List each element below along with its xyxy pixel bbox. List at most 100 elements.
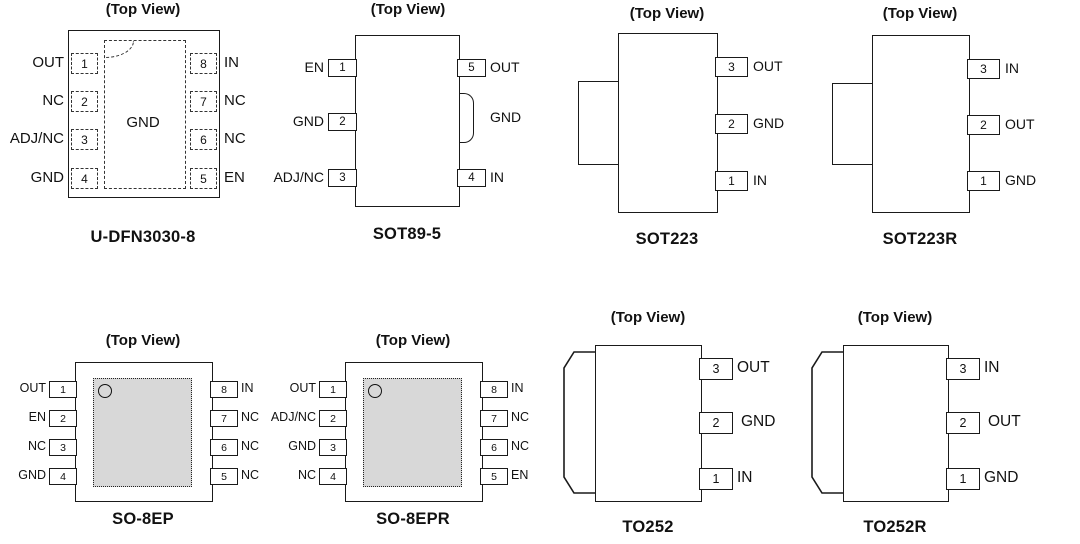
package-name: SOT89-5 (372, 225, 442, 243)
pin-2-label: OUT (1005, 116, 1035, 132)
pin-8-box: 8 (210, 381, 238, 398)
pin-1-box: 1 (946, 468, 980, 490)
pin-5-box: 5 (190, 168, 217, 189)
pin-2-box: 2 (71, 91, 98, 112)
pin-8-box: 8 (190, 53, 217, 74)
package-diagram-sot223: (Top View) 3 2 1 OUT GND IN SOT223 (560, 0, 820, 272)
pin-1-box: 1 (699, 468, 733, 490)
pin-2-box: 2 (967, 115, 1000, 135)
mounting-tab (811, 351, 844, 494)
package-diagram-so-8ep: (Top View) 1 2 3 4 8 7 6 5 OUT EN NC GND… (18, 300, 290, 544)
pin-7-box: 7 (480, 410, 508, 427)
pin-2-label: GND (741, 413, 776, 430)
pin-3-box: 3 (71, 129, 98, 150)
package-diagram-u-dfn3030-8: (Top View) GND 1 2 3 4 8 7 6 5 OUT NC AD… (10, 0, 290, 272)
pin-2-box: 2 (319, 410, 347, 427)
package-diagram-to252r: (Top View) 3 2 1 IN OUT GND TO252R (800, 300, 1080, 544)
pin-1-label: OUT (32, 54, 64, 71)
pin-4-label: GND (18, 468, 46, 482)
pin-3-box: 3 (699, 358, 733, 380)
pin-2-box: 2 (49, 410, 77, 427)
package-body (595, 345, 702, 502)
pin-3-box: 3 (319, 439, 347, 456)
package-diagram-to252: (Top View) 3 2 1 OUT GND IN TO252 (550, 300, 820, 544)
pin-4-box: 4 (71, 168, 98, 189)
pin-7-label: NC (241, 410, 260, 424)
pin-5-label: NC (241, 468, 260, 482)
top-view-label: (Top View) (857, 309, 933, 326)
pin1-marker-icon (368, 384, 382, 398)
pin-1-label: GND (1005, 172, 1037, 188)
pin-7-box: 7 (210, 410, 238, 427)
top-view-label: (Top View) (375, 332, 451, 349)
exposed-pad-label: GND (126, 114, 160, 131)
pin-7-label: NC (511, 410, 530, 424)
top-view-label: (Top View) (629, 5, 705, 22)
pin-2-label: NC (42, 92, 64, 109)
pin-1-label: IN (737, 469, 753, 486)
pin-2-box: 2 (699, 412, 733, 434)
package-body (872, 35, 970, 213)
pin-2-box: 2 (946, 412, 980, 434)
package-body (618, 33, 718, 213)
pin-1-label: OUT (289, 381, 316, 395)
package-name: U-DFN3030-8 (90, 228, 196, 246)
top-view-label: (Top View) (610, 309, 686, 326)
package-name: TO252R (863, 518, 927, 536)
pin-7-box: 7 (190, 91, 217, 112)
package-body (843, 345, 949, 502)
pin-1-label: GND (984, 469, 1019, 486)
pin-6-box: 6 (190, 129, 217, 150)
pin-6-label: NC (224, 130, 246, 147)
top-view-label: (Top View) (105, 332, 181, 349)
pin-2-label: OUT (988, 413, 1021, 430)
pin-3-label: ADJ/NC (273, 169, 324, 185)
pin-2-label: ADJ/NC (270, 410, 316, 424)
pin-5-box: 5 (457, 59, 486, 77)
package-body (68, 30, 220, 198)
pin-3-box: 3 (715, 57, 748, 77)
package-diagram-sot223r: (Top View) 3 2 1 IN OUT GND SOT223R (820, 0, 1080, 272)
pin-6-label: NC (241, 439, 260, 453)
gnd-tab (456, 93, 474, 143)
pin-5-label: EN (511, 468, 529, 482)
mounting-tab (563, 351, 596, 494)
mounting-tab (578, 81, 622, 165)
pin-4-label: GND (30, 169, 64, 186)
pin-3-label: NC (27, 439, 46, 453)
pin-1-box: 1 (967, 171, 1000, 191)
pin-1-label: OUT (19, 381, 46, 395)
package-name: SOT223 (635, 230, 699, 248)
pin-5-label: OUT (490, 59, 520, 75)
pin-3-label: IN (1005, 60, 1019, 76)
pin-6-box: 6 (210, 439, 238, 456)
pin-5-box: 5 (480, 468, 508, 485)
pin-4-box: 4 (49, 468, 77, 485)
pin-2-box: 2 (328, 113, 357, 131)
package-name: SO-8EP (112, 510, 174, 528)
pin-1-label: IN (753, 172, 767, 188)
pin-3-box: 3 (967, 59, 1000, 79)
pin1-marker-icon (98, 384, 112, 398)
package-name: SOT223R (882, 230, 958, 248)
top-view-label: (Top View) (105, 1, 181, 18)
mounting-tab (832, 83, 876, 165)
pin-2-label: GND (292, 113, 324, 129)
pin-8-label: IN (511, 381, 524, 395)
package-name: TO252 (622, 518, 674, 536)
package-diagram-sot89-5: (Top View) 1 2 3 5 4 EN GND ADJ/NC OUT G… (273, 0, 540, 272)
pin-7-label: NC (224, 92, 246, 109)
package-name: SO-8EPR (376, 510, 450, 528)
pin-4-box: 4 (319, 468, 347, 485)
pin-2-label: EN (28, 410, 46, 424)
pin-3-label: IN (984, 359, 1000, 376)
gnd-tab-label: GND (490, 109, 522, 125)
pin-8-label: IN (241, 381, 254, 395)
top-view-label: (Top View) (370, 1, 446, 18)
pin-1-box: 1 (715, 171, 748, 191)
pin-5-label: EN (224, 169, 245, 186)
pin-3-label: ADJ/NC (9, 130, 64, 147)
pin-3-label: GND (288, 439, 316, 453)
pin-6-label: NC (511, 439, 530, 453)
package-diagram-so-8epr: (Top View) 1 2 3 4 8 7 6 5 OUT ADJ/NC GN… (271, 300, 560, 544)
